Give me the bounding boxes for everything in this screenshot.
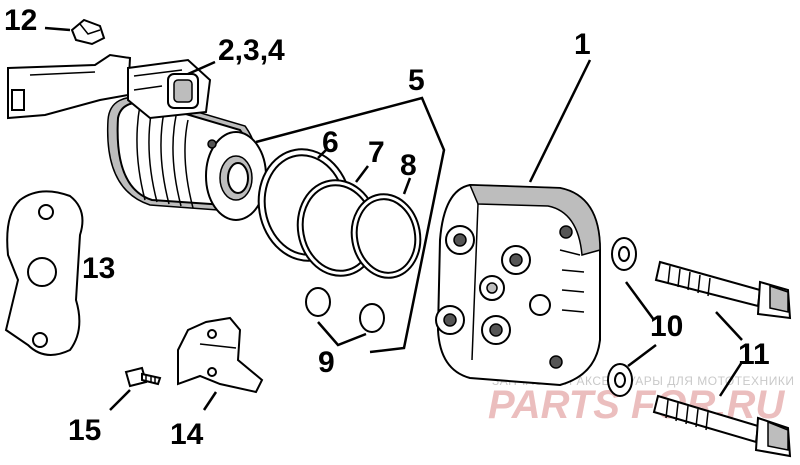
leader-234 xyxy=(187,60,216,76)
leader-8 xyxy=(402,177,412,195)
leader-10b xyxy=(627,344,657,367)
leader-12 xyxy=(44,26,71,32)
leader-10a xyxy=(624,281,656,321)
label-8: 8 xyxy=(400,149,417,182)
leader-6 xyxy=(317,147,329,159)
leader-11a xyxy=(715,311,743,341)
label-13: 13 xyxy=(82,252,115,285)
part-8-oring xyxy=(350,193,422,279)
part-10-washers xyxy=(607,237,637,397)
part-11-bolts xyxy=(652,260,792,458)
label-1: 1 xyxy=(574,28,591,61)
part-1-valve-housing xyxy=(435,183,601,387)
leader-14 xyxy=(202,391,218,411)
label-7: 7 xyxy=(368,136,385,169)
leader-11b xyxy=(718,361,744,397)
part-9-small-orings xyxy=(305,287,385,333)
part-13-gasket xyxy=(4,190,84,356)
leader-9 xyxy=(317,321,367,347)
label-11: 11 xyxy=(738,338,770,371)
label-10: 10 xyxy=(650,310,683,343)
part-12-clip xyxy=(70,18,106,46)
part-14-bracket xyxy=(177,316,264,394)
leader-15 xyxy=(109,389,131,411)
part-15-screw xyxy=(124,366,162,388)
leader-1 xyxy=(528,59,592,183)
label-14: 14 xyxy=(170,418,204,451)
label-5: 5 xyxy=(408,64,425,97)
label-12: 12 xyxy=(4,4,37,37)
label-234: 2,3,4 xyxy=(218,34,285,67)
label-9: 9 xyxy=(318,346,335,379)
part-2-3-4-solenoid-assembly xyxy=(7,53,267,221)
leader-7 xyxy=(355,165,369,183)
label-15: 15 xyxy=(68,414,101,447)
leader-5-bracket xyxy=(255,96,446,354)
label-6: 6 xyxy=(322,126,339,159)
